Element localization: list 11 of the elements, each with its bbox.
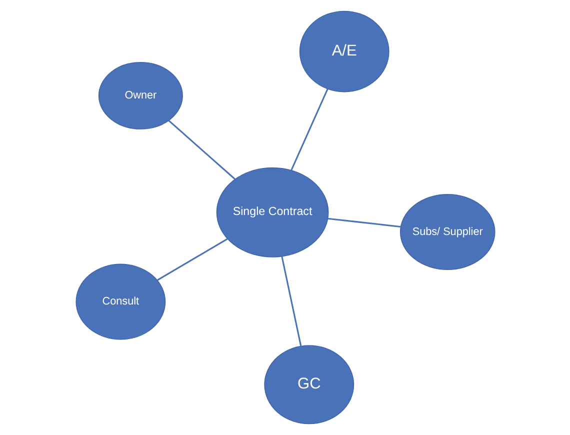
node-circle: A/E <box>298 10 389 92</box>
node-ellipse: Subs/ Supplier <box>399 194 495 270</box>
connector <box>290 88 328 171</box>
connector <box>168 120 236 180</box>
node-ellipse: Owner <box>98 62 182 130</box>
node-ellipse: GC <box>264 345 354 424</box>
connector <box>327 218 400 228</box>
connector <box>156 238 228 281</box>
node-ellipse: Consult <box>75 264 166 340</box>
connector <box>280 256 302 346</box>
node-ellipse: Single Contract <box>216 167 328 258</box>
